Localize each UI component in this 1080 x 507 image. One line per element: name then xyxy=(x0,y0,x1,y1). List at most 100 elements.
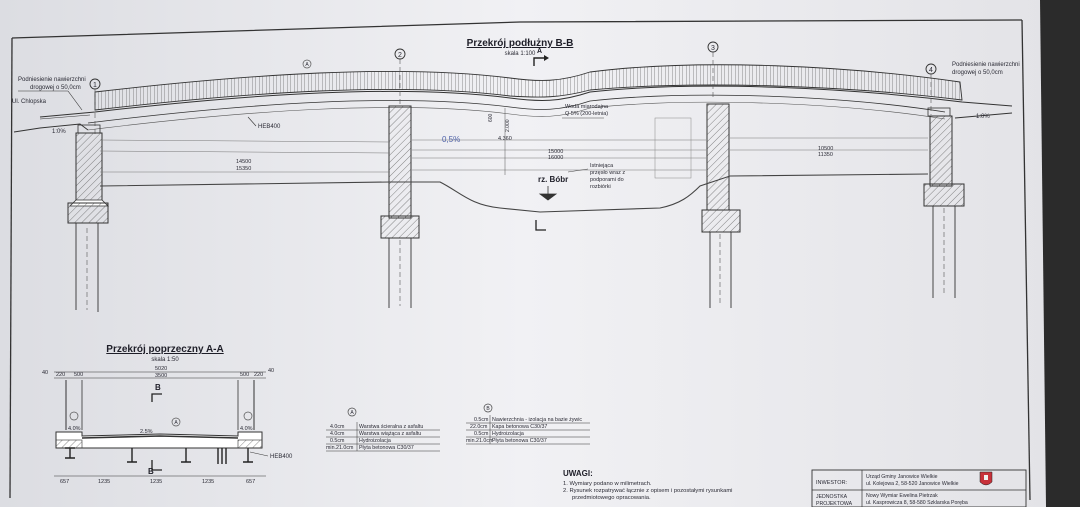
unit-name: Nowy Wymiar Ewelina Pietrzak xyxy=(866,493,938,499)
note-3: przedmiotowego opracowania. xyxy=(572,495,651,501)
layer-b-2-name: Kapa betonowa C30/37 xyxy=(492,424,547,430)
cs-dim-top-5: 3500 xyxy=(155,373,167,379)
left-embankment xyxy=(13,123,89,133)
cs-dim-top-3: 500 xyxy=(74,372,83,378)
svg-text:A: A xyxy=(350,410,354,416)
cs-marker-b-top: B xyxy=(155,383,161,392)
cs-dim-bottom-1: 657 xyxy=(60,479,69,485)
cs-slope-mid: 2.5% xyxy=(140,429,153,435)
existing-span-note: Istniejąca przęsło wraz z podporami do r… xyxy=(590,163,627,190)
svg-text:2: 2 xyxy=(398,52,402,59)
svg-text:1: 1 xyxy=(93,82,97,89)
cs-dim-top-6: 500 xyxy=(240,372,249,378)
title-block: INWESTOR: Urząd Gminy Janowice Wielkie u… xyxy=(811,469,1027,507)
cs-dim-bottom-3: 1235 xyxy=(150,479,162,485)
notes-title: UWAGI: xyxy=(563,469,593,478)
layer-a-3-name: Hydroizolacja xyxy=(359,438,391,444)
cs-dim-top-2: 220 xyxy=(56,372,65,378)
paper xyxy=(0,0,1046,507)
notes: UWAGI: 1. Wymiary podano w milimetrach. … xyxy=(563,469,732,501)
section-arrow-a-down xyxy=(535,220,546,231)
svg-text:3: 3 xyxy=(711,45,715,52)
investor-label: INWESTOR: xyxy=(816,480,848,486)
dim-right-1: 10500 xyxy=(818,146,833,152)
water-slope: 0,5% xyxy=(442,135,460,144)
sheet-border-top xyxy=(11,19,1023,39)
layer-b-1-name: Nawierzchnia - izolacja na bazie żywic xyxy=(492,417,582,423)
cross-section-scale: skala 1:50 xyxy=(151,357,179,363)
layer-a-1-name: Warstwa ścieralna z asfaltu xyxy=(359,424,423,430)
cs-marker-a: A xyxy=(174,420,178,426)
cs-dim-top-4: 5020 xyxy=(155,366,167,372)
railing xyxy=(94,64,963,111)
sheet-border xyxy=(9,37,13,499)
cs-dim-bottom-5: 657 xyxy=(246,479,255,485)
left-raise-note: Podniesienie nawierzchni drogowej o 50,0… xyxy=(18,77,87,91)
cs-slope-left: 4.0% xyxy=(68,426,81,432)
cs-beam-label: HEB400 xyxy=(270,454,293,460)
axis-2: 2 xyxy=(394,48,406,105)
cross-section-title: Przekrój poprzeczny A-A xyxy=(106,344,223,355)
slope-right: 1:0% xyxy=(976,114,990,120)
detail-marker-a xyxy=(302,59,312,69)
layer-a-4-name: Płyta betonowa C30/37 xyxy=(359,445,414,451)
long-section-title: Przekrój podłużny B-B xyxy=(467,38,574,49)
dim-mid-1: 15000 xyxy=(548,149,563,155)
layer-table-a: A 4.0cm Warstwa ścieralna z asfaltu 4.0c… xyxy=(326,407,440,452)
layer-a-1-thk: 4.0cm xyxy=(330,424,345,430)
dim-left-2: 15350 xyxy=(236,166,251,172)
layer-a-3-thk: 0.5cm xyxy=(330,438,345,444)
water-level-note: Woda miarodajna Q 5% (200-letnia) xyxy=(565,104,610,117)
svg-text:4: 4 xyxy=(929,67,933,74)
layer-b-2-thk: 22.0cm xyxy=(470,424,488,430)
cs-deck xyxy=(55,431,263,449)
layer-table-b: B 0.5cm Nawierzchnia - izolacja na bazie… xyxy=(466,403,590,445)
layer-b-4-name: Płyta betonowa C30/37 xyxy=(492,438,547,444)
long-section-scale: skala 1:100 xyxy=(505,51,536,57)
svg-text:A: A xyxy=(305,62,309,68)
unit-address: ul. Kasprowicza 8, 58-580 Szklarska Porę… xyxy=(866,500,968,506)
pier-3 xyxy=(701,103,741,308)
axis-1: 1 xyxy=(89,78,101,135)
section-marker-a: A xyxy=(537,48,542,55)
layer-b-4-thk: min.21.0cm xyxy=(466,438,494,444)
layer-b-1-thk: 0.5cm xyxy=(474,417,489,423)
abutment-1 xyxy=(67,124,109,312)
layer-b-3-name: Hydroizolacja xyxy=(492,431,524,437)
river-label: rz. Bóbr xyxy=(538,175,568,184)
cs-dim-top-7: 220 xyxy=(254,372,263,378)
cs-slope-right: 4.0% xyxy=(240,426,253,432)
terrain-line xyxy=(99,173,929,213)
street-label: Ul. Chlopska xyxy=(12,99,47,105)
dim-right-2: 11350 xyxy=(818,152,833,158)
layer-a-4-thk: min.21.0cm xyxy=(326,445,354,451)
coat-of-arms-icon xyxy=(979,471,993,486)
cross-section: Przekrój poprzeczny A-A skala 1:50 40 22… xyxy=(42,344,293,485)
unit-label-1: JEDNOSTKA xyxy=(816,494,848,500)
note-2: 2. Rysunek rozpatrywać łącznie z opisem … xyxy=(563,488,732,494)
deck-slab xyxy=(39,85,1013,118)
dim-mid-2: 16000 xyxy=(548,155,563,161)
right-raise-note: Podniesienie nawierzchni drogowej o 50,0… xyxy=(952,62,1021,76)
layer-a-2-name: Warstwa wiążąca z asfaltu xyxy=(359,431,421,437)
cs-dim-top-1: 40 xyxy=(42,370,48,376)
note-1: 1. Wymiary podano w milimetrach. xyxy=(563,481,652,487)
dim-left-1: 14500 xyxy=(236,159,251,165)
layer-b-3-thk: 0.5cm xyxy=(474,431,489,437)
investor-address: ul. Kolejowa 2, 58-520 Janowice Wielkie xyxy=(866,481,959,487)
pier-2 xyxy=(380,105,420,308)
beam-label: HEB400 xyxy=(258,124,281,130)
elev-2: 2.000 xyxy=(505,119,511,132)
svg-text:B: B xyxy=(486,406,490,412)
longitudinal-section: Przekrój podłużny B-B skala 1:100 A 1 2 … xyxy=(12,38,1021,312)
cs-dim-top-8: 40 xyxy=(268,368,274,374)
cs-marker-b-bottom: B xyxy=(148,467,154,476)
axis-3: 3 xyxy=(707,41,719,100)
layer-a-2-thk: 4.0cm xyxy=(330,431,345,437)
unit-label-2: PROJEKTOWA xyxy=(816,501,853,507)
abutment-4 xyxy=(923,107,965,298)
elev-3: 600 xyxy=(488,113,494,122)
investor-name: Urząd Gminy Janowice Wielkie xyxy=(866,474,938,480)
cs-dim-bottom-4: 1235 xyxy=(202,479,214,485)
